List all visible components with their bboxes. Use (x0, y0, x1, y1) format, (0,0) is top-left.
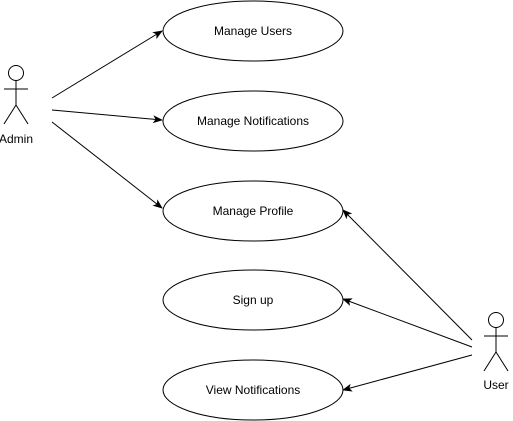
use-case-label: Manage Users (214, 24, 292, 38)
use-case-manage-users[interactable]: Manage Users (162, 0, 344, 62)
use-case-sign-up[interactable]: Sign up (162, 269, 344, 331)
use-case-ellipse (162, 90, 344, 152)
use-case-label: Manage Profile (213, 204, 294, 218)
use-case-ellipse (162, 0, 344, 62)
use-case-label: View Notifications (206, 383, 301, 397)
association-user-sign-up[interactable] (342, 298, 473, 348)
use-case-view-notifications[interactable]: View Notifications (162, 359, 344, 421)
use-case-ellipse (162, 269, 344, 331)
association-user-view-notifications[interactable] (342, 354, 473, 392)
actor-label: Admin (0, 132, 33, 146)
association-admin-manage-notifications[interactable] (51, 109, 163, 124)
association-admin-manage-users[interactable] (51, 30, 163, 99)
association-user-manage-profile[interactable] (342, 209, 473, 341)
actor-right-leg (495, 351, 509, 372)
use-case-ellipse (162, 180, 344, 242)
use-case-label: Sign up (233, 293, 274, 307)
actor-head (488, 312, 504, 328)
actor-left-leg (3, 104, 17, 125)
use-case-ellipse (162, 359, 344, 421)
association-admin-manage-profile[interactable] (51, 121, 163, 209)
actor-label: User (483, 378, 508, 392)
use-case-manage-notifications[interactable]: Manage Notifications (162, 90, 344, 152)
use-case-manage-profile[interactable]: Manage Profile (162, 180, 344, 242)
actor-head (8, 65, 24, 81)
actor-left-leg (483, 351, 497, 372)
actor-user[interactable]: User (483, 312, 509, 393)
use-case-label: Manage Notifications (197, 114, 309, 128)
actor-admin[interactable]: Admin (0, 65, 33, 147)
actor-right-leg (15, 104, 29, 125)
